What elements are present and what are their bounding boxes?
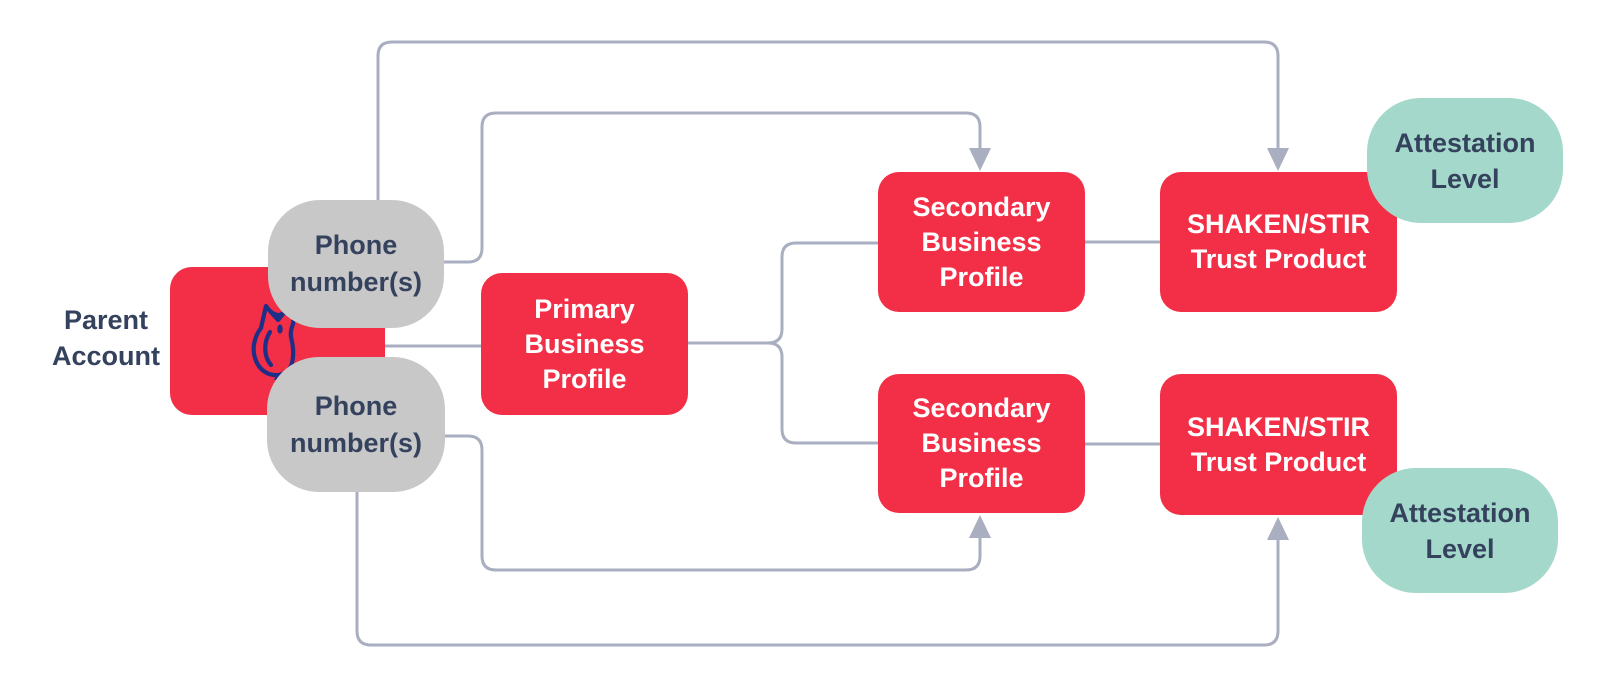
arrowhead-secondary1-top <box>969 148 991 171</box>
secondary-business-profile-1-label: Secondary Business Profile <box>912 191 1051 292</box>
attestation-level-bubble-2: Attestation Level <box>1362 468 1558 593</box>
attestation-level-bubble-1: Attestation Level <box>1367 98 1563 223</box>
edge-phone2-to-secondary2 <box>442 434 982 572</box>
arrowhead-shaken2-bottom <box>1267 517 1289 540</box>
phone-numbers-bubble-1-label: Phone number(s) <box>289 230 422 297</box>
secondary-business-profile-2-label: Secondary Business Profile <box>912 393 1051 493</box>
secondary-business-profile-box-2: Secondary Business Profile <box>878 374 1085 513</box>
phone-numbers-bubble-2: Phone number(s) <box>267 357 445 492</box>
arrowhead-shaken1-top <box>1267 148 1289 171</box>
primary-business-profile-box: Primary Business Profile <box>481 273 688 415</box>
secondary-business-profile-box-1: Secondary Business Profile <box>878 172 1085 312</box>
phone-numbers-bubble-2-label: Phone number(s) <box>289 390 422 458</box>
shaken-stir-trust-product-box-1: SHAKEN/STIR Trust Product <box>1160 172 1397 312</box>
phone-numbers-bubble-1: Phone number(s) <box>268 200 444 328</box>
edge-primary-branch-down <box>766 341 880 445</box>
attestation-level-1-label: Attestation Level <box>1394 127 1536 194</box>
edge-primary-branch-up <box>686 241 880 345</box>
parent-account-label: Parent Account <box>52 305 160 371</box>
shaken-stir-trust-product-1-label: SHAKEN/STIR Trust Product <box>1186 209 1370 274</box>
shaken-stir-trust-product-2-label: SHAKEN/STIR Trust Product <box>1186 411 1370 477</box>
shaken-stir-trust-product-box-2: SHAKEN/STIR Trust Product <box>1160 374 1397 515</box>
arrowhead-secondary2-bottom <box>969 515 991 538</box>
edge-phone2-to-shaken2 <box>355 490 1280 647</box>
attestation-level-2-label: Attestation Level <box>1389 497 1531 564</box>
edge-phone1-to-secondary1 <box>442 111 982 264</box>
primary-business-profile-label: Primary Business Profile <box>524 293 645 394</box>
edge-phone1-to-shaken1 <box>376 40 1280 202</box>
